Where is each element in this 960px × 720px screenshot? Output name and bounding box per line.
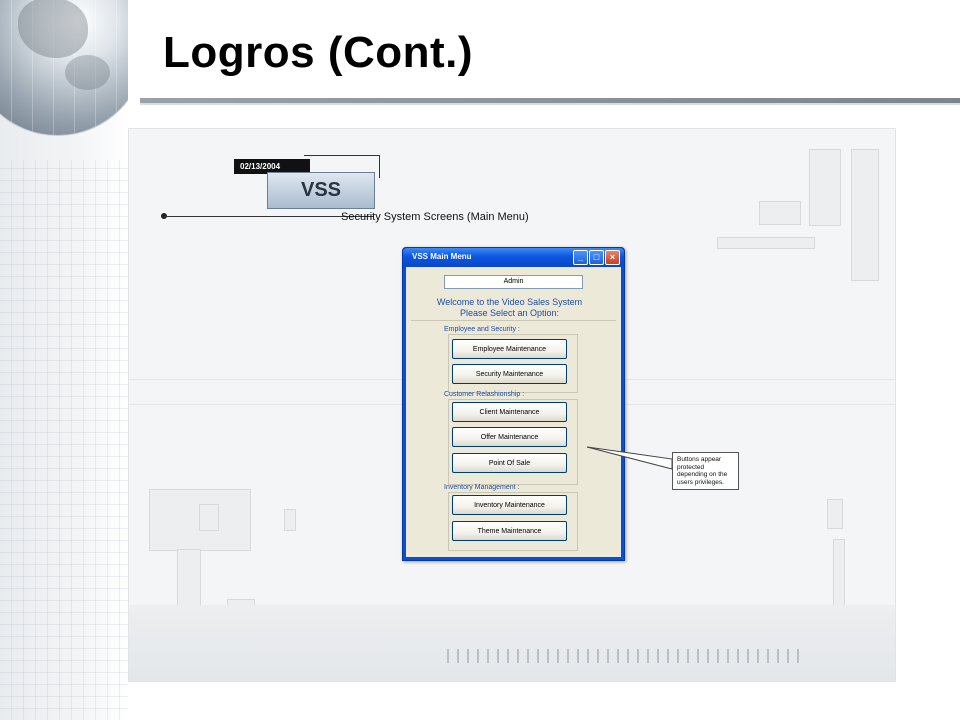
tick-decoration (447, 649, 807, 663)
section-label-inventory-management: Inventory Management : (444, 484, 520, 491)
welcome-text: Welcome to the Video Sales System Please… (406, 297, 613, 319)
theme-maintenance-button[interactable]: Theme Maintenance (452, 521, 567, 541)
welcome-line-2: Please Select an Option: (459, 308, 560, 318)
minimize-button[interactable]: _ (573, 250, 588, 265)
employee-maintenance-button[interactable]: Employee Maintenance (452, 339, 567, 359)
title-divider-shadow (140, 103, 960, 105)
chip-decoration (199, 504, 219, 531)
globe-icon (0, 0, 128, 135)
user-field[interactable]: Admin (444, 275, 583, 289)
title-divider (140, 98, 960, 103)
client-maintenance-button[interactable]: Client Maintenance (452, 402, 567, 422)
left-decoration (0, 0, 128, 720)
chip-decoration (851, 149, 879, 281)
offer-maintenance-button[interactable]: Offer Maintenance (452, 427, 567, 447)
inventory-maintenance-button[interactable]: Inventory Maintenance (452, 495, 567, 515)
callout-pointer (586, 446, 673, 470)
privileges-callout: Buttons appear protected depending on th… (672, 452, 739, 490)
chip-decoration (827, 499, 843, 529)
globe-landmass (18, 0, 88, 58)
globe-meridians (0, 0, 128, 135)
window-titlebar[interactable]: VSS Main Menu _ □ × (403, 248, 624, 267)
close-button[interactable]: × (605, 250, 620, 265)
caption-line (164, 216, 374, 217)
chip-decoration (809, 149, 841, 226)
screen-caption: Security System Screens (Main Menu) (341, 211, 529, 223)
maximize-button[interactable]: □ (589, 250, 604, 265)
window-title: VSS Main Menu (412, 252, 472, 261)
connector-decoration (717, 237, 815, 249)
header-bracket (304, 155, 380, 178)
slide-title: Logros (Cont.) (163, 28, 474, 77)
vss-main-menu-window: VSS Main Menu _ □ × Admin Welcome to the… (402, 247, 625, 561)
vss-logo: VSS (267, 172, 375, 209)
welcome-divider (411, 320, 616, 321)
security-maintenance-button[interactable]: Security Maintenance (452, 364, 567, 384)
grid-decoration (0, 160, 128, 720)
chip-decoration (284, 509, 296, 531)
window-client-area: Admin Welcome to the Video Sales System … (406, 267, 621, 557)
bottom-band-decoration (129, 605, 895, 681)
globe-landmass (65, 55, 110, 90)
screenshot-panel: 02/13/2004 VSS Security System Screens (… (128, 128, 896, 682)
section-label-customer-relationship: Customer Relashionship : (444, 391, 525, 398)
chip-decoration (759, 201, 801, 225)
date-label: 02/13/2004 (234, 159, 310, 174)
welcome-line-1: Welcome to the Video Sales System (436, 297, 583, 307)
point-of-sale-button[interactable]: Point Of Sale (452, 453, 567, 473)
section-label-employee-security: Employee and Security : (444, 326, 520, 333)
